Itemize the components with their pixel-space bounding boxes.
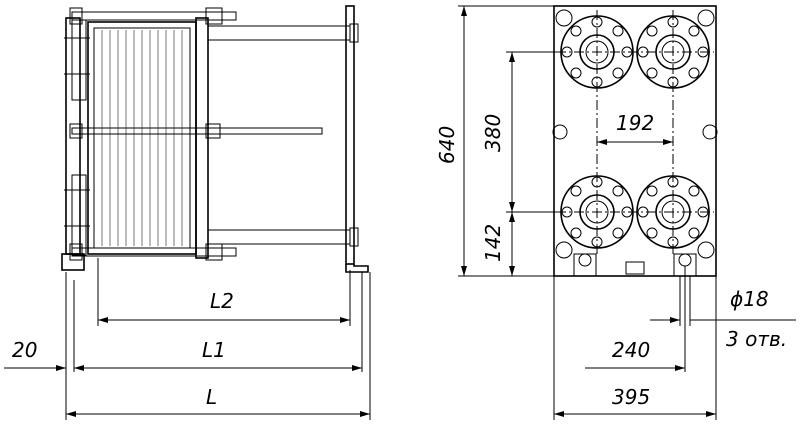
dim-width-feet: 240 — [612, 338, 650, 362]
dim-width-ports: 192 — [616, 111, 654, 135]
dim-hole-count: 3 отв. — [726, 327, 787, 351]
dim-l: L — [206, 385, 217, 409]
frame-foot-left — [61, 253, 85, 271]
dim-hole-diameter: ϕ18 — [730, 287, 769, 311]
dim-offset: 20 — [12, 338, 37, 362]
dim-l2: L2 — [210, 289, 234, 313]
tie-bolts — [69, 7, 323, 261]
flange-bottom-left — [71, 174, 87, 256]
dim-height-total: 640 — [435, 126, 459, 164]
dim-height-ports: 380 — [481, 114, 505, 152]
dim-width-total: 395 — [612, 385, 650, 409]
plate-hatch — [101, 30, 183, 246]
foot-left — [573, 253, 597, 277]
support-column — [345, 5, 355, 265]
frame-outline — [553, 5, 717, 277]
side-view: L2 L1 L 20 — [4, 5, 371, 420]
dim-l1: L1 — [202, 338, 226, 362]
frame-plate-left — [65, 17, 81, 255]
flange-top-left — [71, 19, 87, 101]
corner-bolts — [552, 9, 718, 267]
dim-height-bottom: 142 — [481, 224, 505, 262]
front-view: 192 640 380 142 240 395 ϕ18 3 отв. — [435, 5, 796, 420]
